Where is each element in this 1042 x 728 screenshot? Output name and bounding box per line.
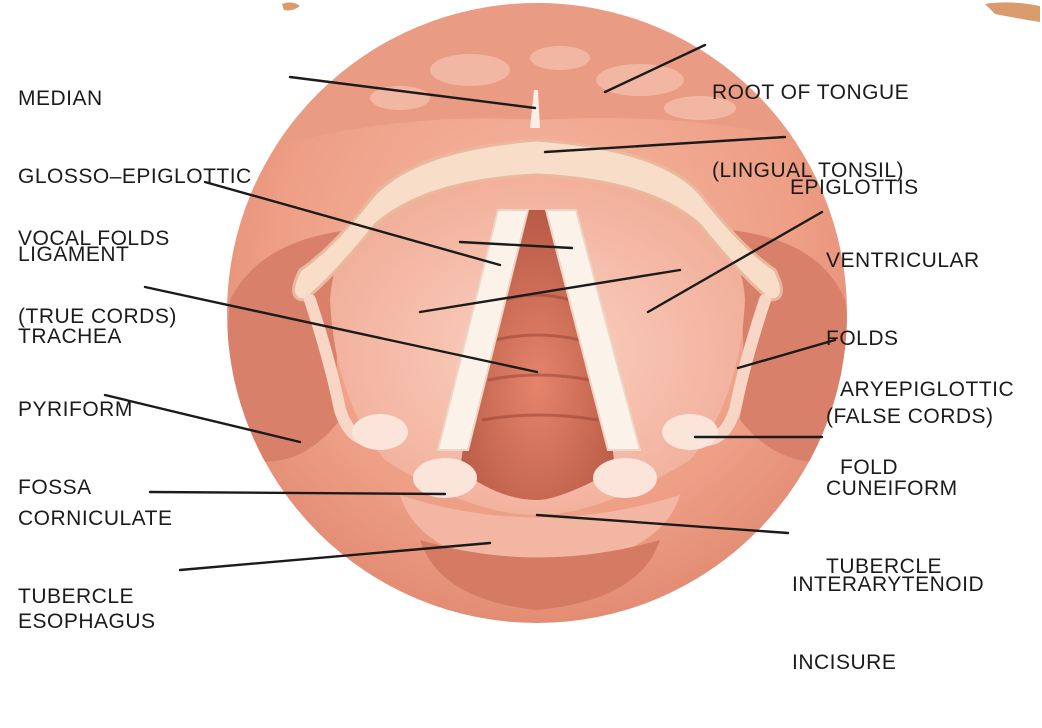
corniculate-tubercle-left (413, 458, 477, 498)
corner-speck-right (985, 2, 1040, 22)
corniculate-tubercle-right (593, 458, 657, 498)
larynx-diagram: MEDIAN GLOSSO–EPIGLOTTIC LIGAMENT ROOT O… (0, 0, 1042, 630)
label-esophagus: ESOPHAGUS (18, 557, 156, 687)
label-interarytenoid-incisure: INTERARYTENOID INCISURE (792, 520, 984, 728)
cuneiform-tubercle-right (662, 414, 718, 450)
cuneiform-tubercle-left (352, 414, 408, 450)
corner-speck-left (282, 2, 300, 10)
